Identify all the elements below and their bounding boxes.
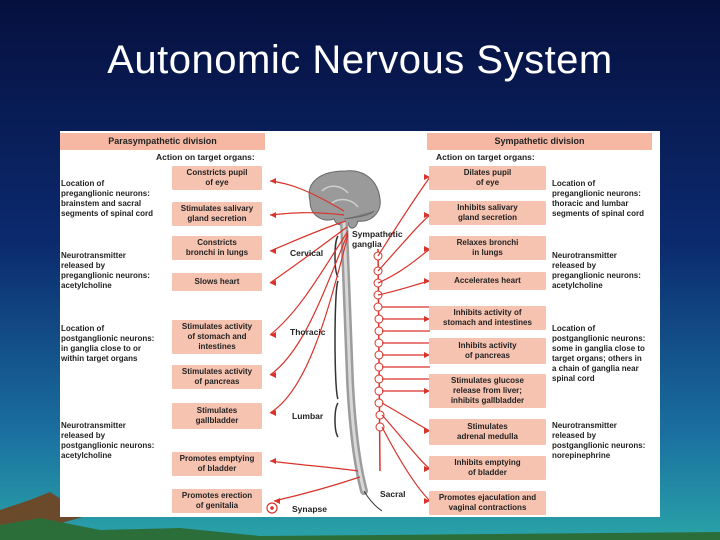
para-action-box: Promotes emptying of bladder (172, 452, 262, 476)
parasympathetic-action-header: Action on target organs: (156, 152, 255, 162)
symp-action-box: Accelerates heart (429, 272, 546, 290)
para-preganglionic-neurotransmitter: Neurotransmitter released by preganglion… (61, 251, 150, 290)
para-action-box: Stimulates activity of stomach and intes… (172, 320, 262, 354)
cervical-label: Cervical (290, 248, 324, 258)
nervous-system-illustration (266, 170, 431, 514)
symp-action-box: Inhibits salivary gland secretion (429, 201, 546, 225)
sympathetic-ganglia-label: Sympathetic ganglia (352, 229, 403, 249)
symp-action-box: Inhibits activity of stomach and intesti… (429, 306, 546, 330)
para-action-box: Stimulates gallbladder (172, 403, 262, 429)
symp-postganglionic-location: Location of postganglionic neurons: some… (552, 324, 646, 383)
parasympathetic-header: Parasympathetic division (60, 133, 265, 150)
symp-action-box: Stimulates adrenal medulla (429, 419, 546, 445)
para-action-box: Stimulates activity of pancreas (172, 365, 262, 389)
symp-action-box: Relaxes bronchi in lungs (429, 236, 546, 260)
sacral-label: Sacral (380, 489, 406, 499)
symp-preganglionic-location: Location of preganglionic neurons: thora… (552, 179, 645, 218)
para-action-box: Promotes erection of genitalia (172, 489, 262, 513)
thoracic-label: Thoracic (290, 327, 326, 337)
symp-preganglionic-neurotransmitter: Neurotransmitter released by preganglion… (552, 251, 641, 290)
symp-postganglionic-neurotransmitter: Neurotransmitter released by postganglio… (552, 421, 646, 460)
slide-title: Autonomic Nervous System (107, 38, 613, 82)
para-action-box: Stimulates salivary gland secretion (172, 202, 262, 226)
ans-diagram: Parasympathetic division Sympathetic div… (60, 131, 660, 517)
sympathetic-action-header: Action on target organs: (436, 152, 535, 162)
para-postganglionic-location: Location of postganglionic neurons: in g… (61, 324, 155, 363)
symp-action-box: Inhibits activity of pancreas (429, 338, 546, 364)
para-action-box: Slows heart (172, 273, 262, 291)
sympathetic-header: Sympathetic division (427, 133, 652, 150)
para-postganglionic-neurotransmitter: Neurotransmitter released by postganglio… (61, 421, 155, 460)
symp-action-box: Promotes ejaculation and vaginal contrac… (429, 491, 546, 515)
para-action-box: Constricts bronchi in lungs (172, 236, 262, 260)
para-action-box: Constricts pupil of eye (172, 166, 262, 190)
lumbar-label: Lumbar (292, 411, 324, 421)
synapse-label: Synapse (292, 504, 327, 514)
symp-action-box: Inhibits emptying of bladder (429, 456, 546, 480)
symp-action-box: Dilates pupil of eye (429, 166, 546, 190)
symp-action-box: Stimulates glucose release from liver; i… (429, 374, 546, 408)
para-preganglionic-location: Location of preganglionic neurons: brain… (61, 179, 154, 218)
